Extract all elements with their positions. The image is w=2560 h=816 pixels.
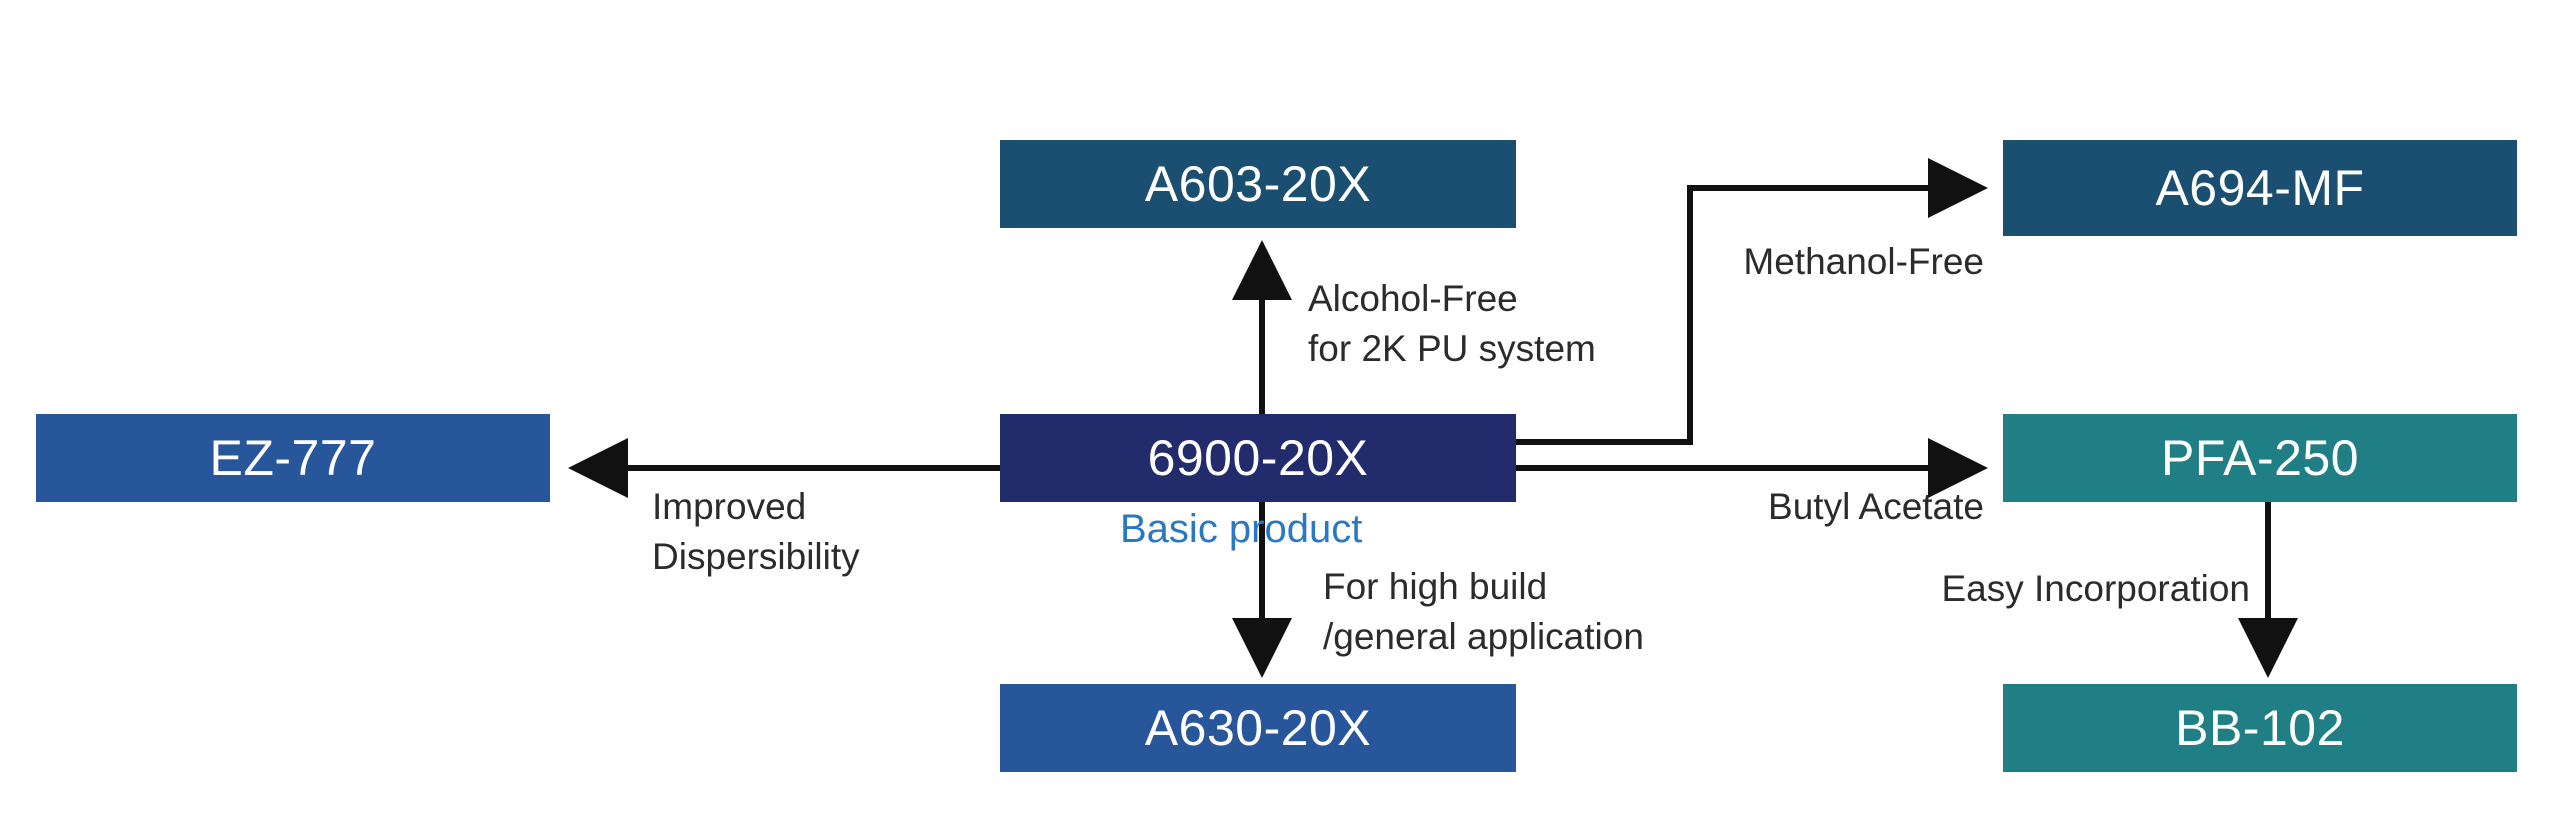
product-label-6900-20x: 6900-20X [1147,430,1369,486]
product-label-a694-mf: A694-MF [2155,160,2365,216]
product-box-6900-20x: 6900-20X [1000,414,1516,502]
easy-incorporation-label: Easy Incorporation [1941,568,2250,609]
methanol-free-label: Methanol-Free [1743,241,1984,282]
product-box-pfa-250: PFA-250 [2003,414,2517,502]
alcohol-free-line-2: for 2K PU system [1308,328,1596,369]
basic-product-label: Basic product [1120,507,1363,551]
product-box-a630-20x: A630-20X [1000,684,1516,772]
product-label-ez-777: EZ-777 [209,430,377,486]
arrow-top-right [1515,158,1988,445]
alcohol-free-label: Alcohol-Free for 2K PU system [1308,274,1596,374]
product-box-a694-mf: A694-MF [2003,140,2517,236]
high-build-line-1: For high build [1323,566,1548,607]
dispersibility-line-2: Dispersibility [652,536,860,577]
improved-dispersibility-label: Improved Dispersibility [652,482,860,582]
product-label-pfa-250: PFA-250 [2160,430,2360,486]
product-label-bb-102: BB-102 [2175,700,2345,756]
product-box-bb-102: BB-102 [2003,684,2517,772]
product-box-a603-20x: A603-20X [1000,140,1516,228]
product-label-a630-20x: A630-20X [1144,700,1372,756]
product-box-ez-777: EZ-777 [36,414,550,502]
product-label-a603-20x: A603-20X [1144,156,1372,212]
high-build-label: For high build /general application [1323,562,1644,662]
butyl-acetate-label: Butyl Acetate [1768,486,1984,527]
high-build-line-2: /general application [1323,616,1644,657]
alcohol-free-line-1: Alcohol-Free [1308,278,1518,319]
improved-line-1: Improved [652,486,807,527]
